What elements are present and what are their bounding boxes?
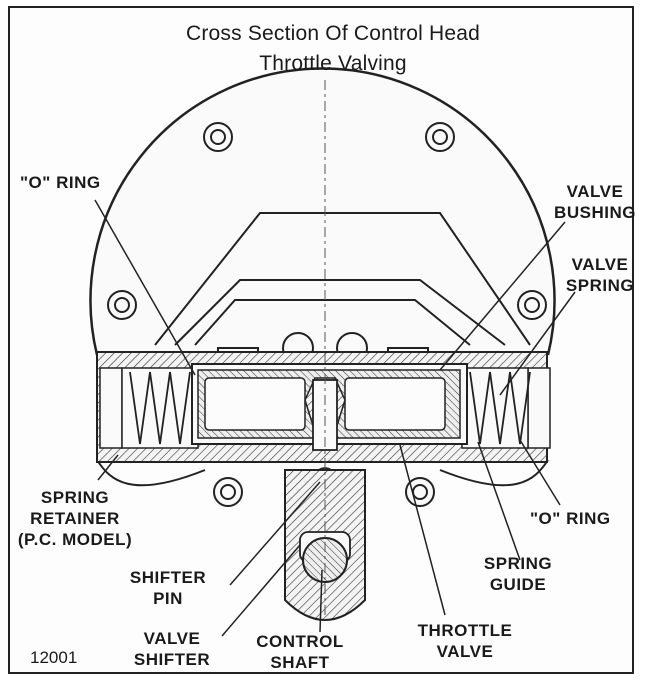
bolt-holes — [107, 122, 547, 507]
leader-lines — [94, 199, 576, 637]
label-throttle-valve-2: VALVE — [436, 642, 494, 661]
label-throttle-valve-1: THROTTLE — [417, 621, 513, 640]
label-spring-guide-2: GUIDE — [489, 575, 547, 594]
valve-springs — [129, 371, 531, 445]
label-spring-retainer-2: RETAINER — [30, 509, 120, 528]
diagram-title-line-2: Throttle Valving — [259, 52, 407, 75]
label-o-ring-right: "O" RING — [530, 509, 611, 528]
label-shifter-pin-1: SHIFTER — [129, 568, 207, 587]
label-valve-bushing-2: BUSHING — [554, 203, 636, 222]
label-valve-spring-2: SPRING — [565, 276, 635, 295]
label-valve-shifter-2: SHIFTER — [133, 650, 211, 669]
label-spring-retainer-3: (P.C. MODEL) — [17, 530, 133, 549]
label-control-shaft-2: SHAFT — [270, 653, 330, 672]
label-valve-spring-1: VALVE — [571, 255, 629, 274]
label-spring-guide-1: SPRING — [483, 554, 553, 573]
figure-number: 12001 — [30, 648, 78, 667]
label-valve-bushing-1: VALVE — [566, 182, 624, 201]
label-spring-retainer-1: SPRING — [40, 488, 110, 507]
label-control-shaft-1: CONTROL — [256, 632, 344, 651]
label-valve-shifter-1: VALVE — [143, 629, 201, 648]
label-o-ring-left: "O" RING — [20, 173, 101, 192]
label-shifter-pin-2: PIN — [153, 589, 183, 608]
diagram-title-line-1: Cross Section Of Control Head — [185, 22, 481, 45]
